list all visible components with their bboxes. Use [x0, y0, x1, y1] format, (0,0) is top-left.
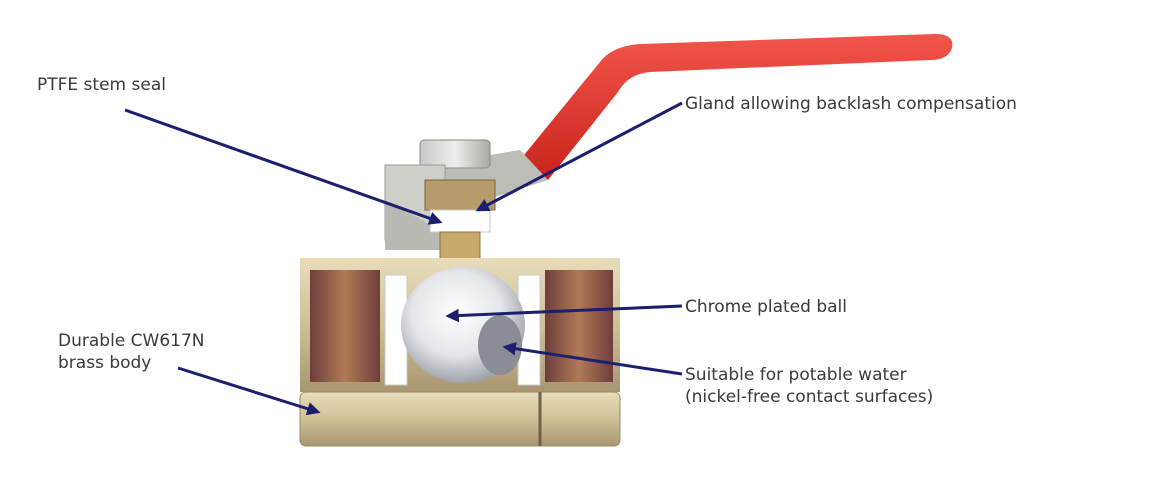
gland-label: Gland allowing backlash compensation	[685, 94, 1017, 114]
ptfe-arrow	[124, 108, 443, 225]
callout-arrows	[124, 101, 683, 416]
gland-arrow	[475, 101, 683, 212]
potable-water-line-2: (nickel-free contact surfaces)	[685, 387, 934, 407]
ball-arrow	[445, 304, 683, 323]
brass-body-line-1: Durable CW617N	[58, 331, 205, 351]
brass-body	[299, 258, 621, 447]
potable-water-label: Suitable for potable water (nickel-free …	[685, 364, 933, 408]
chrome-ball-label: Chrome plated ball	[685, 297, 847, 317]
brass-body-line-2: brass body	[58, 353, 152, 373]
red-handle	[430, 34, 953, 205]
potable-water-line-1: Suitable for potable water	[685, 365, 907, 385]
water-arrow	[502, 341, 683, 376]
stem-gland	[424, 179, 496, 263]
body-arrow	[177, 366, 321, 416]
ptfe-stem-seal-label: PTFE stem seal	[37, 75, 166, 95]
brass-body-label: Durable CW617N brass body	[58, 330, 205, 374]
